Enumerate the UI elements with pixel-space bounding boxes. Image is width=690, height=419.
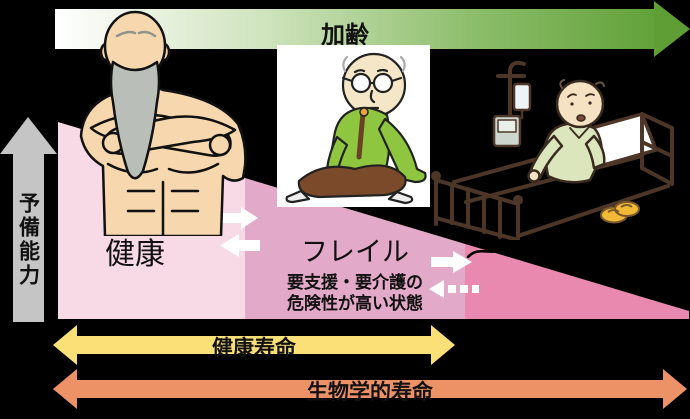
seated-man-illustration <box>277 45 430 207</box>
dash <box>472 285 479 293</box>
frailty-disability-transition-icons <box>429 251 479 298</box>
reserve-arrow-head-icon <box>0 117 57 154</box>
aging-arrow-head-icon <box>654 1 690 57</box>
bedridden-man-illustration <box>431 60 674 240</box>
healthy-frailty-transition-icons <box>220 207 260 257</box>
dashed-left-arrow-head-icon <box>429 280 444 298</box>
occluded-stage-label-stroke <box>466 247 524 259</box>
frailty-description-line2: 危険性が高い状態 <box>287 294 423 314</box>
healthy-lifespan-arrow <box>53 325 455 365</box>
frailty-stage-description: 要支援・要介護の 危険性が高い状態 <box>262 273 448 315</box>
dash <box>460 285 468 293</box>
healthy-lifespan-label: 健康寿命 <box>212 336 296 360</box>
biological-lifespan-label: 生物学的寿命 <box>307 380 433 404</box>
right-arrow-icon <box>222 207 258 229</box>
reserve-arrow-shaft <box>13 152 44 322</box>
left-arrow-icon <box>220 234 260 257</box>
reserve-axis-label: 予備能力 <box>16 191 41 288</box>
frailty-stage-label: フレイル <box>301 237 409 268</box>
aging-arrow-label: 加齢 <box>321 21 369 49</box>
dash <box>448 285 456 293</box>
muscular-man-illustration <box>79 10 247 236</box>
right-arrow-icon <box>431 251 472 273</box>
biological-lifespan-arrow <box>53 369 687 409</box>
frailty-description-line1: 要支援・要介護の <box>287 273 423 293</box>
healthy-stage-label: 健康 <box>105 237 165 272</box>
